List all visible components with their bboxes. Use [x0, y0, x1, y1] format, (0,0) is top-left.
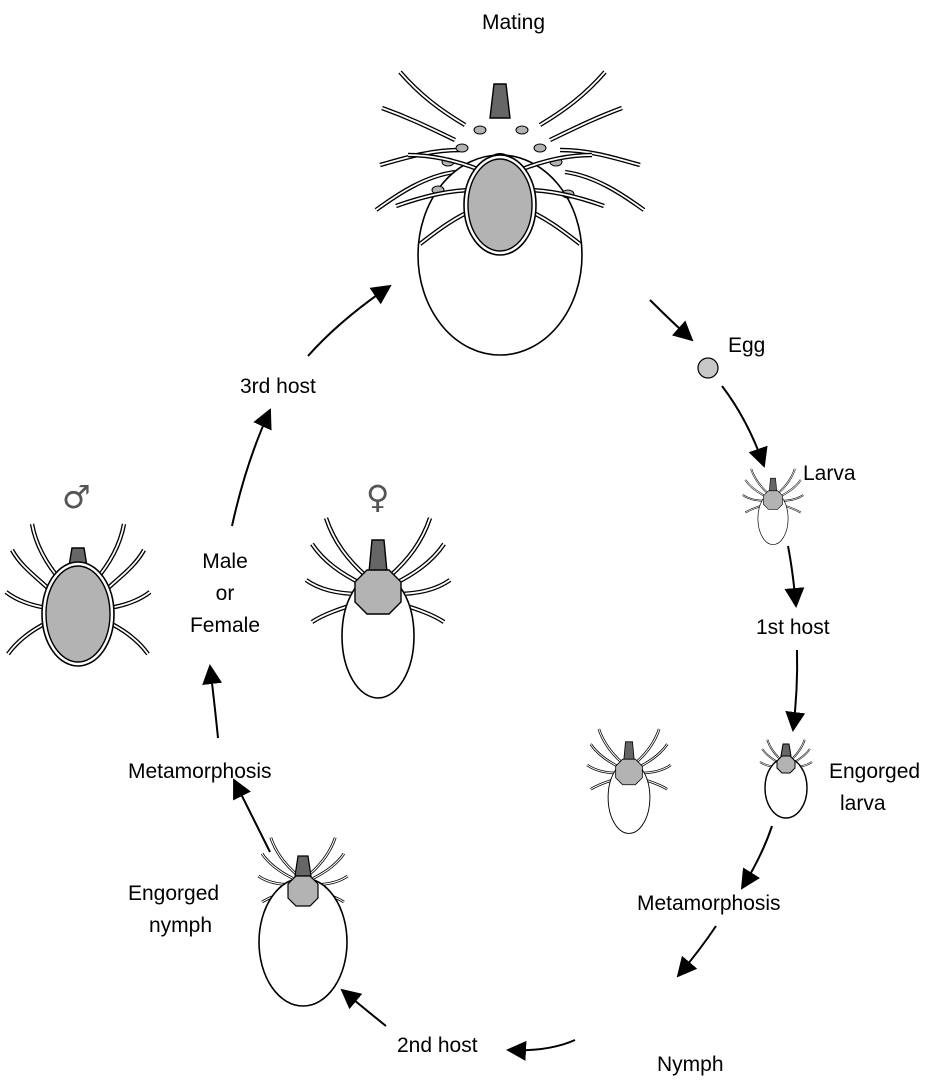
label-3rd-host: 3rd host: [240, 374, 316, 400]
arrow-2nd-host-to-engorged-nymph: [342, 990, 386, 1026]
nymph-tick: [587, 729, 671, 833]
label-or: or: [185, 581, 265, 607]
label-metamorphosis-2: Metamorphosis: [128, 759, 272, 785]
engorged-larva-tick: [760, 740, 812, 818]
male-symbol-icon: ♂: [62, 481, 91, 513]
label-nymph: Nymph: [657, 1052, 724, 1078]
label-engorged-larva-1: Engorged: [829, 759, 920, 785]
label-1st-host: 1st host: [756, 615, 830, 641]
arrow-nymph-to-2nd-host: [508, 1040, 575, 1050]
label-larva: Larva: [803, 461, 856, 487]
arrow-metamorphosis-to-nymph: [678, 926, 716, 976]
label-2nd-host: 2nd host: [397, 1033, 478, 1059]
arrow-larva-to-1st-host: [788, 546, 796, 606]
arrow-egg-to-larva: [722, 386, 764, 466]
label-female: Female: [185, 613, 265, 639]
mating-ticks: [376, 72, 644, 355]
arrow-engorged-larva-to-metamorphosis: [742, 826, 772, 888]
arrow-mating-to-egg: [650, 300, 692, 340]
arrow-engorged-nymph-to-metamorphosis: [234, 780, 270, 852]
egg-icon: [698, 358, 718, 378]
label-engorged-nymph-2: nymph: [149, 913, 212, 939]
label-engorged-nymph-1: Engorged: [128, 881, 219, 907]
label-egg: Egg: [728, 333, 765, 359]
label-metamorphosis-1: Metamorphosis: [637, 891, 781, 917]
larva-tick: [743, 469, 803, 545]
female-tick: [306, 518, 450, 698]
label-mating: Mating: [482, 10, 545, 36]
label-male: Male: [185, 549, 265, 575]
arrow-3rd-host-to-mating: [308, 286, 390, 356]
arrow-male-or-female-to-3rd-host: [232, 410, 270, 526]
male-tick: [6, 524, 150, 666]
arrow-metamorphosis-to-male-or-female: [210, 666, 218, 738]
female-symbol-icon: ♀: [366, 481, 389, 513]
label-engorged-larva-2: larva: [840, 791, 886, 817]
engorged-nymph-tick: [258, 838, 347, 1006]
arrow-1st-host-to-engorged-larva: [793, 650, 797, 730]
